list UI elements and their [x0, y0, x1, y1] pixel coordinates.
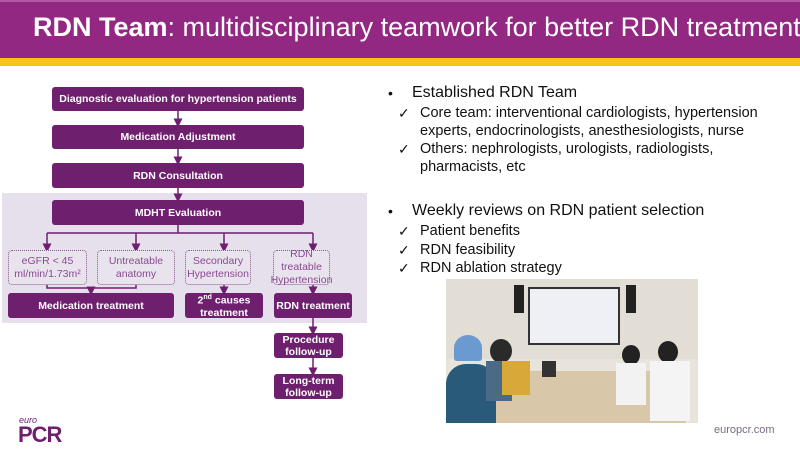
check-core-team: Core team: interventional cardiologists,…: [420, 105, 758, 139]
longterm-followup-box: Long-term follow-up: [274, 374, 343, 399]
mdht-evaluation-box: MDHT Evaluation: [52, 200, 304, 225]
diagnostic-evaluation-box: Diagnostic evaluation for hypertension p…: [52, 87, 304, 111]
untreatable-anatomy-box: Untreatable anatomy: [97, 250, 175, 285]
check-rdn-feasibility: RDN feasibility: [420, 242, 516, 258]
second-causes-treatment-box: 2nd causes treatment: [185, 293, 263, 319]
bullet-weekly-reviews: Weekly reviews on RDN patient selection: [412, 202, 705, 219]
check-ablation-strategy: RDN ablation strategy: [420, 260, 562, 276]
title-rest: : multidisciplinary teamwork for better …: [167, 12, 800, 42]
bullet-icon: •: [388, 203, 393, 219]
procedure-followup-box: Procedure follow-up: [274, 333, 343, 358]
second-causes-sup: nd: [203, 294, 212, 302]
logo-small-text: euro: [19, 415, 38, 425]
flow-connectors: [42, 111, 318, 377]
check-icon: ✓: [398, 242, 410, 258]
second-causes-num: 2: [197, 294, 204, 307]
check-icon: ✓: [398, 141, 410, 157]
secondary-hypertension-box: Secondary Hypertension: [185, 250, 251, 285]
header-bar: [0, 0, 800, 58]
rdn-treatable-box: RDN treatable Hypertension: [270, 248, 333, 286]
check-icon: ✓: [398, 105, 410, 121]
title-bold: RDN Team: [33, 12, 168, 42]
check-icon: ✓: [398, 223, 410, 239]
header-accent-band: [0, 58, 800, 66]
rdn-consultation-box: RDN Consultation: [52, 163, 304, 188]
second-causes-text: causes treatment: [200, 294, 251, 319]
team-meeting-photo: [446, 279, 698, 423]
egfr-box: eGFR < 45 ml/min/1.73m²: [8, 250, 87, 285]
bullet-established-team: Established RDN Team: [412, 84, 578, 101]
check-icon: ✓: [398, 260, 410, 276]
check-patient-benefits: Patient benefits: [420, 223, 520, 239]
medication-adjustment-box: Medication Adjustment: [52, 125, 304, 149]
rdn-treatment-box: RDN treatment: [274, 293, 352, 318]
medication-treatment-box: Medication treatment: [8, 293, 174, 318]
europcr-logo: euro PCR: [18, 415, 62, 447]
slide-title: RDN Team: multidisciplinary teamwork for…: [33, 12, 800, 43]
bullet-icon: •: [388, 85, 393, 101]
check-others: Others: nephrologists, urologists, radio…: [420, 141, 714, 175]
logo-big-text: PCR: [18, 422, 62, 447]
website-link[interactable]: europcr.com: [714, 424, 775, 436]
